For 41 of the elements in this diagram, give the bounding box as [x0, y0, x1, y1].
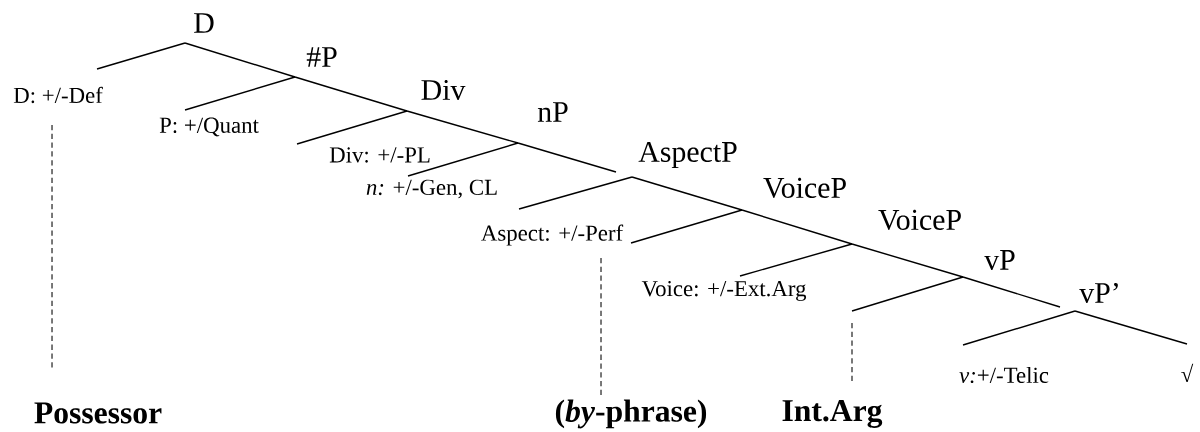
category-label: VoiceP [878, 209, 961, 231]
tree-branch [184, 76, 296, 111]
tree-branch [407, 142, 519, 177]
argument-label: (by-phrase) [555, 399, 707, 429]
feature-label: √ [1181, 363, 1194, 383]
tree-branch [406, 110, 519, 144]
tree-branch [851, 276, 964, 312]
tree-branch [962, 276, 1061, 308]
feature-label: P: +/Quant [159, 117, 259, 137]
category-label: vP’ [1079, 282, 1118, 304]
tree-branch [1074, 310, 1188, 345]
feature-label: v:+/-Telic [959, 366, 1049, 384]
tree-branch [851, 243, 964, 278]
tree-branch [517, 142, 617, 173]
argument-label: Possessor [34, 402, 162, 424]
category-label: nP [537, 102, 568, 122]
feature-label: D: +/-Def [13, 86, 103, 104]
dashed-line [600, 257, 602, 397]
dashed-line [851, 322, 853, 384]
tree-branch [294, 76, 408, 112]
tree-branch [631, 176, 743, 211]
category-label: #P [306, 47, 337, 67]
tree-branch [96, 42, 186, 70]
feature-label: Div: +/-PL [329, 147, 430, 163]
tree-branch [739, 243, 853, 277]
tree-branch [518, 176, 633, 210]
feature-label: Voice: +/-Ext.Arg [641, 280, 807, 301]
argument-label: Int.Arg [782, 400, 883, 428]
category-label: AspectP [638, 141, 737, 169]
category-label: D [194, 13, 214, 33]
tree-branch [741, 209, 853, 245]
tree-branch [184, 42, 296, 78]
tree-branch [630, 209, 743, 244]
feature-label: n: +/-Gen, CL [366, 179, 497, 199]
category-label: VoiceP [763, 177, 846, 199]
dashed-line [51, 124, 53, 371]
feature-label: Aspect: +/-Perf [481, 224, 624, 246]
tree-branch [962, 310, 1076, 346]
tree-branch [296, 110, 408, 145]
category-label: vP [984, 250, 1015, 270]
category-label: Div [421, 79, 466, 101]
